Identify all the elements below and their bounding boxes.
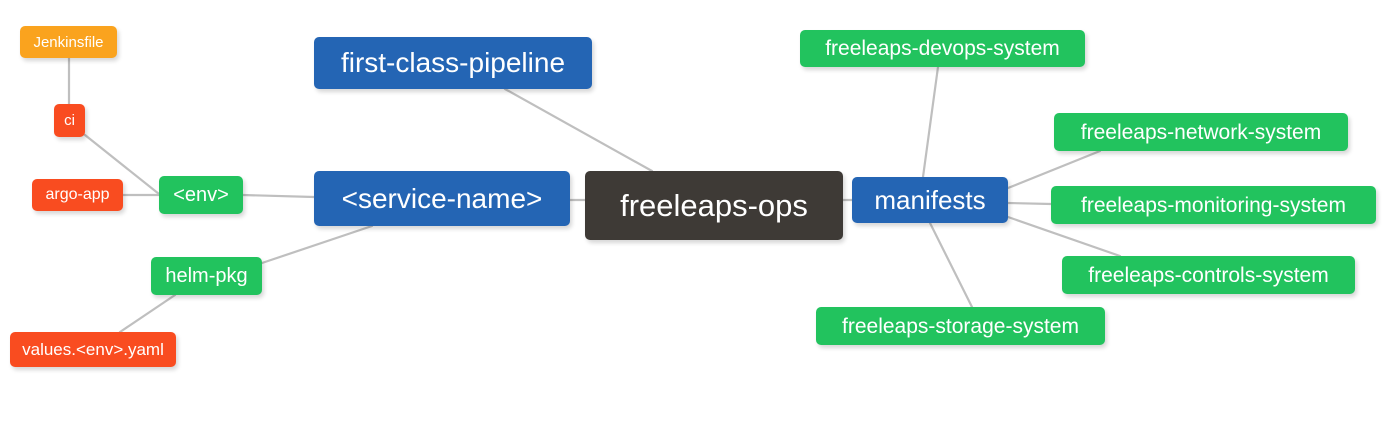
- node-ci-label: ci: [64, 112, 75, 129]
- node-freeleaps-monitoring-system-label: freeleaps-monitoring-system: [1081, 193, 1346, 217]
- edge-valuesyaml-helmpkg: [118, 293, 177, 334]
- node-freeleaps-storage-system[interactable]: freeleaps-storage-system: [816, 307, 1105, 345]
- node-values-yaml-label: values.<env>.yaml: [22, 340, 164, 359]
- edge-manifests-storagesystem: [928, 221, 974, 309]
- node-freeleaps-devops-system-label: freeleaps-devops-system: [825, 37, 1060, 60]
- node-freeleaps-network-system-label: freeleaps-network-system: [1080, 120, 1322, 144]
- node-env-label: <env>: [173, 184, 229, 206]
- edge-manifests-networksystem: [1006, 149, 1102, 190]
- edge-firstclasspipeline-freeleapsops: [503, 87, 654, 173]
- node-freeleaps-monitoring-system[interactable]: freeleaps-monitoring-system: [1051, 186, 1376, 224]
- node-ci[interactable]: ci: [54, 104, 85, 137]
- node-jenkinsfile[interactable]: Jenkinsfile: [20, 26, 117, 58]
- node-env[interactable]: <env>: [159, 176, 243, 214]
- edge-helmpkg-servicename: [260, 224, 374, 265]
- node-jenkinsfile-label: Jenkinsfile: [33, 33, 104, 51]
- edge-env-servicename: [241, 193, 316, 199]
- node-values-yaml[interactable]: values.<env>.yaml: [10, 332, 176, 367]
- node-service-name-label: <service-name>: [341, 182, 543, 214]
- node-freeleaps-devops-system[interactable]: freeleaps-devops-system: [800, 30, 1085, 67]
- node-manifests[interactable]: manifests: [852, 177, 1008, 223]
- node-argo-app[interactable]: argo-app: [32, 179, 123, 211]
- node-freeleaps-storage-system-label: freeleaps-storage-system: [842, 314, 1079, 338]
- node-first-class-pipeline[interactable]: first-class-pipeline: [314, 37, 592, 89]
- node-helm-pkg[interactable]: helm-pkg: [151, 257, 262, 295]
- node-first-class-pipeline-label: first-class-pipeline: [340, 47, 566, 78]
- node-freeleaps-network-system[interactable]: freeleaps-network-system: [1054, 113, 1348, 151]
- node-argo-app-label: argo-app: [45, 186, 110, 203]
- node-freeleaps-controls-system-label: freeleaps-controls-system: [1088, 263, 1329, 287]
- node-helm-pkg-label: helm-pkg: [165, 265, 248, 287]
- node-freeleaps-ops-label: freeleaps-ops: [620, 188, 808, 223]
- node-freeleaps-controls-system[interactable]: freeleaps-controls-system: [1062, 256, 1355, 294]
- node-freeleaps-ops[interactable]: freeleaps-ops: [585, 171, 843, 240]
- edge-manifests-devopssystem: [921, 65, 940, 179]
- node-manifests-label: manifests: [874, 185, 986, 215]
- node-service-name[interactable]: <service-name>: [314, 171, 570, 226]
- edge-manifests-monitoringsystem: [1006, 201, 1053, 206]
